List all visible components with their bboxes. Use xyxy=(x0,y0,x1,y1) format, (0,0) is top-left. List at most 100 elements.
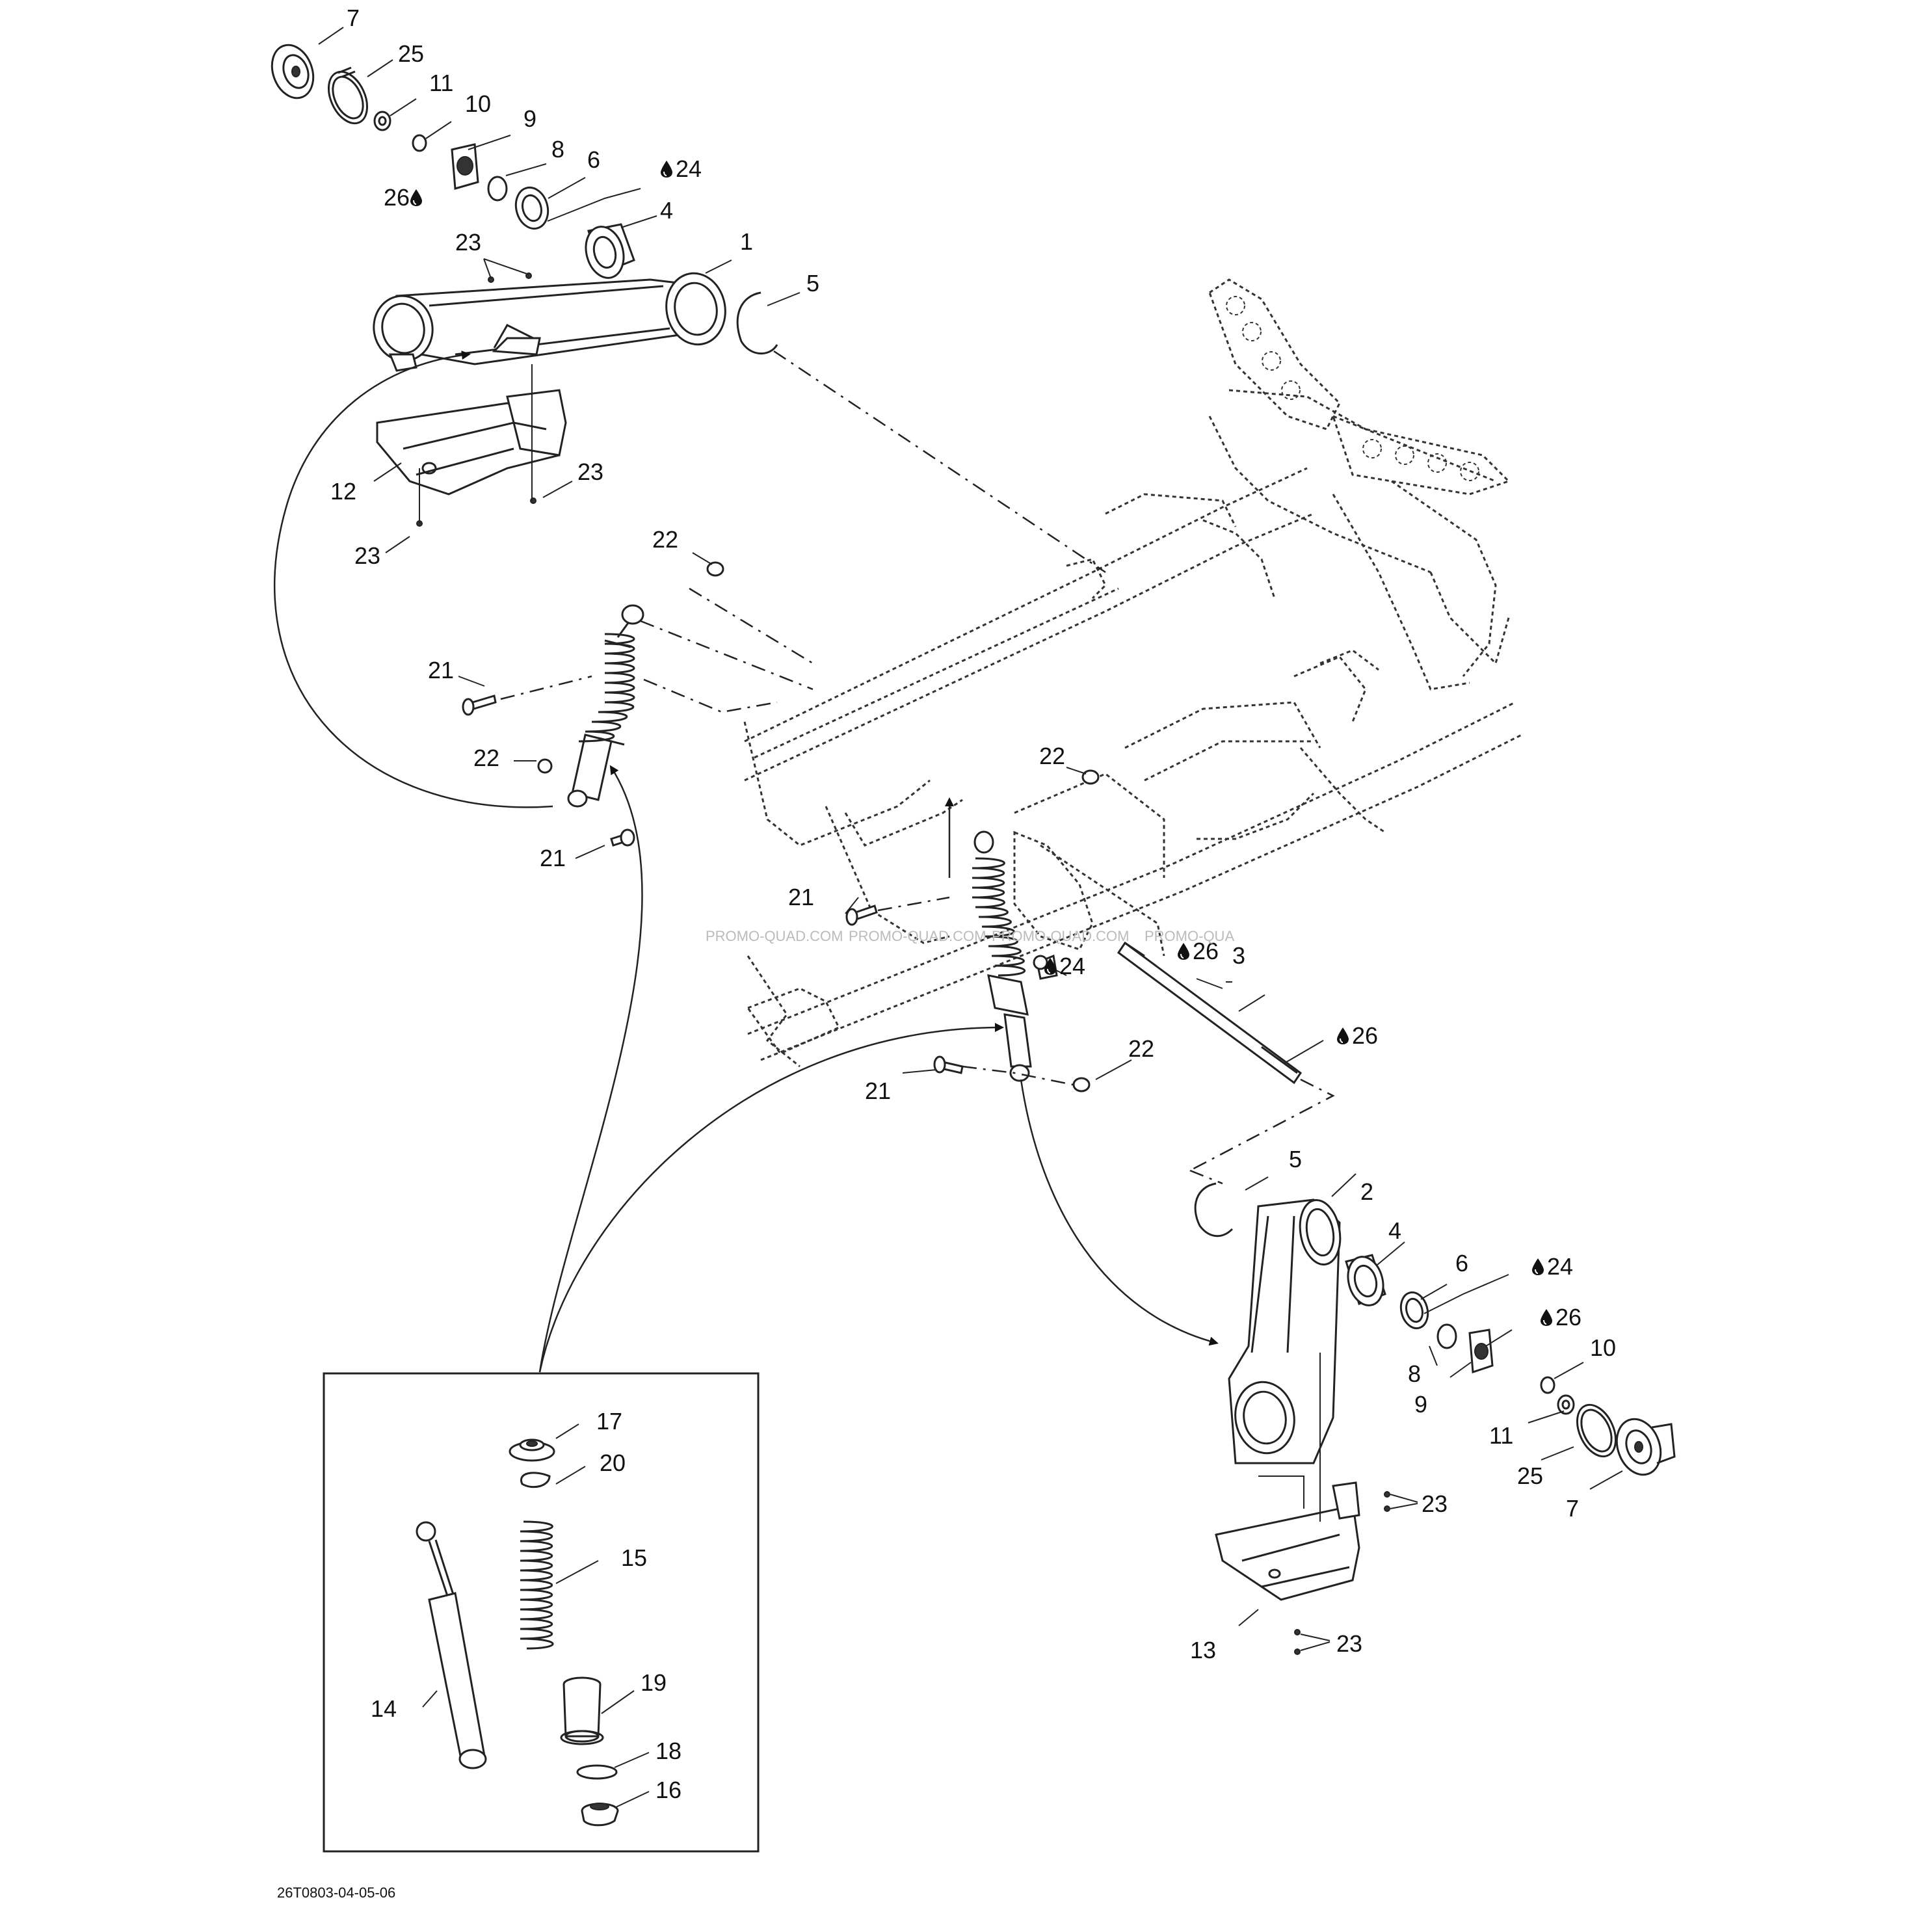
callout-23: 23 xyxy=(1422,1490,1448,1517)
leader-lines xyxy=(318,27,1623,1808)
callout-4: 4 xyxy=(1388,1217,1401,1244)
callout-number: 15 xyxy=(621,1544,647,1571)
callout-number: 7 xyxy=(347,5,360,31)
callout-number: 16 xyxy=(655,1777,681,1803)
spring-seat-17 xyxy=(509,1438,555,1462)
vehicle-frame xyxy=(743,278,1522,1068)
callout-number: 23 xyxy=(354,542,380,569)
oil-drop-icon xyxy=(660,160,673,178)
screw-23-g xyxy=(1294,1629,1301,1635)
washer-18 xyxy=(576,1764,618,1780)
callout-12: 12 xyxy=(330,478,356,505)
callout-number: 23 xyxy=(455,229,481,256)
callout-10: 10 xyxy=(1590,1334,1616,1361)
callout-2: 2 xyxy=(1360,1178,1373,1205)
callout-number: 22 xyxy=(1039,743,1065,769)
screw-23-h xyxy=(1294,1648,1301,1655)
shock-detail-inset xyxy=(323,1372,760,1853)
callout-21: 21 xyxy=(428,657,454,683)
callout-number: 8 xyxy=(551,136,564,163)
bolts-nuts xyxy=(462,561,1100,1092)
nut-11-bot xyxy=(1557,1394,1575,1415)
callout-23: 23 xyxy=(354,542,380,569)
ring-8-top xyxy=(487,176,508,202)
screw-23-f xyxy=(1384,1505,1390,1512)
clamp-25-top xyxy=(327,66,369,125)
callout-number: 18 xyxy=(655,1738,681,1764)
assembly-arcs xyxy=(274,351,1219,1373)
callout-21: 21 xyxy=(865,1078,891,1104)
callout-6: 6 xyxy=(1455,1250,1468,1277)
nut-22-b xyxy=(537,758,553,774)
callout-22: 22 xyxy=(473,745,499,771)
clamp-25-bot xyxy=(1576,1403,1617,1458)
callout-number: 19 xyxy=(641,1669,667,1696)
callout-number: 26 xyxy=(1352,1022,1378,1049)
axle-3 xyxy=(1033,941,1335,1185)
cap-16 xyxy=(581,1803,619,1827)
drawing-code: 26T0803-04-05-06 xyxy=(277,1885,395,1901)
callout-16: 16 xyxy=(655,1777,681,1803)
callout-number: 21 xyxy=(428,657,454,683)
callout-number: 3 xyxy=(1232,942,1245,969)
swing-arm-2 xyxy=(1228,1198,1342,1464)
callout-9: 9 xyxy=(523,105,536,132)
washer-10-bot xyxy=(1540,1376,1555,1394)
oil-drop-icon xyxy=(1540,1308,1553,1327)
callout-8: 8 xyxy=(551,136,564,163)
callout-21: 21 xyxy=(788,884,814,910)
oil-drop-icon xyxy=(1177,942,1190,960)
callout-number: 9 xyxy=(1414,1391,1427,1418)
callout-number: 6 xyxy=(587,146,600,173)
spring-15 xyxy=(520,1520,554,1650)
washer-10-top xyxy=(412,134,427,152)
seal-6-top xyxy=(514,186,549,230)
callout-number: 11 xyxy=(429,70,453,96)
watermark-text: PROMO-QUA xyxy=(1145,928,1234,944)
callout-9: 9 xyxy=(1414,1391,1427,1418)
callout-number: 23 xyxy=(577,458,603,485)
callout-number: 25 xyxy=(1517,1462,1543,1489)
circlip-5-bot xyxy=(1194,1182,1234,1237)
callout-23: 23 xyxy=(1336,1630,1362,1657)
callout-22: 22 xyxy=(1128,1035,1154,1062)
callout-number: 24 xyxy=(676,155,702,182)
callout-number: 26 xyxy=(1555,1304,1581,1330)
callout-11: 11 xyxy=(1489,1422,1513,1449)
nut-22-a xyxy=(706,561,724,577)
callout-21: 21 xyxy=(540,845,566,871)
callout-number: 25 xyxy=(398,40,424,67)
callout-20: 20 xyxy=(600,1449,626,1476)
callout-number: 17 xyxy=(596,1408,622,1435)
callout-number: 14 xyxy=(371,1695,397,1722)
skid-plate-13 xyxy=(1215,1481,1360,1601)
nut-22-c xyxy=(1081,769,1100,785)
callout-number: 8 xyxy=(1408,1360,1421,1387)
callout-14: 14 xyxy=(371,1695,397,1722)
callout-number: 5 xyxy=(806,270,819,297)
callout-number: 22 xyxy=(473,745,499,771)
hub-7-top xyxy=(271,44,315,99)
callout-15: 15 xyxy=(621,1544,647,1571)
callout-25: 25 xyxy=(398,40,424,67)
nut-22-d xyxy=(1072,1077,1091,1092)
callout-7: 7 xyxy=(347,5,360,31)
callout-17: 17 xyxy=(596,1408,622,1435)
watermark-text: PROMO-QUAD.COM xyxy=(992,928,1129,944)
callout-number: 10 xyxy=(465,90,491,117)
hub-7-bot xyxy=(1615,1418,1676,1476)
swing-arm-1 xyxy=(373,272,726,372)
seal-6-bot xyxy=(1399,1291,1429,1330)
callout-22: 22 xyxy=(652,526,678,553)
callout-number: 23 xyxy=(1422,1490,1448,1517)
skid-plate-12 xyxy=(376,389,567,496)
callout-26: 26 xyxy=(1336,1022,1378,1049)
callout-number: 13 xyxy=(1190,1637,1216,1663)
callout-number: 22 xyxy=(1128,1035,1154,1062)
callout-26: 26 xyxy=(384,184,423,211)
callout-number: 23 xyxy=(1336,1630,1362,1657)
callout-number: 26 xyxy=(384,184,410,211)
